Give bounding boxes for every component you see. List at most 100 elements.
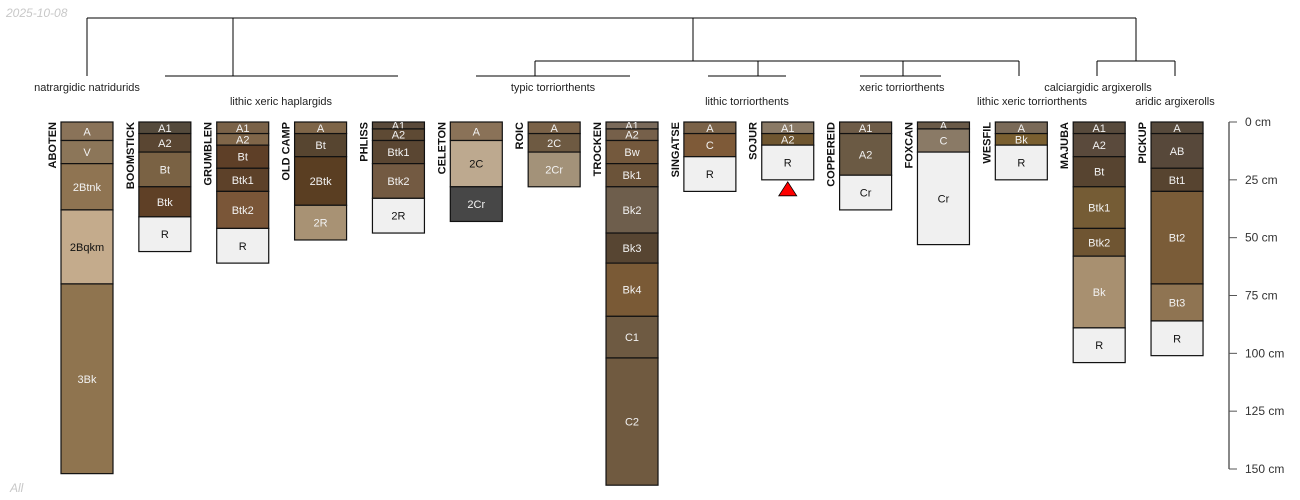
horizon[interactable]: Bk4 xyxy=(605,262,659,317)
horizon[interactable]: R xyxy=(761,144,815,181)
horizon[interactable]: A2 xyxy=(216,132,270,147)
horizon[interactable]: R xyxy=(994,144,1048,181)
horizon-label: A2 xyxy=(158,138,171,150)
horizon[interactable]: A1 xyxy=(1072,121,1126,135)
horizon[interactable]: Bk xyxy=(1072,255,1126,329)
horizon[interactable]: 2Btnk xyxy=(60,163,114,211)
horizon[interactable]: A xyxy=(1150,121,1204,135)
horizon[interactable]: A xyxy=(60,121,114,142)
horizon[interactable]: R xyxy=(683,156,737,192)
horizon[interactable]: A2 xyxy=(761,132,815,147)
horizon-block xyxy=(994,144,1048,181)
horizon[interactable]: Cr xyxy=(838,174,893,211)
horizon[interactable]: R xyxy=(1150,320,1204,357)
horizon[interactable]: A2 xyxy=(1072,132,1126,158)
horizon[interactable]: Btk1 xyxy=(371,139,426,165)
horizon[interactable]: A1 xyxy=(138,121,192,135)
horizon[interactable]: A1 xyxy=(838,121,893,135)
horizon[interactable]: Btk2 xyxy=(216,190,270,230)
horizon[interactable]: A xyxy=(994,121,1048,135)
horizon[interactable]: Btk xyxy=(138,186,192,218)
horizon[interactable]: 2Cr xyxy=(527,151,581,188)
horizon[interactable]: 2R xyxy=(371,197,426,234)
horizon[interactable]: R xyxy=(1072,327,1126,364)
horizon[interactable]: 2Btk xyxy=(293,156,348,206)
horizon[interactable]: A xyxy=(683,121,737,135)
horizon[interactable]: Bk3 xyxy=(605,232,659,264)
horizon[interactable]: A1 xyxy=(761,121,815,135)
horizon[interactable]: Bw xyxy=(605,139,659,165)
horizon-label: C1 xyxy=(625,332,639,344)
horizon-block xyxy=(1150,283,1204,322)
horizon[interactable]: Btk2 xyxy=(371,163,426,199)
horizon[interactable]: C xyxy=(683,132,737,158)
horizon[interactable]: A2 xyxy=(371,128,426,142)
horizon[interactable]: Bt xyxy=(1072,156,1126,188)
group-label: All xyxy=(9,481,24,495)
horizon[interactable]: A2 xyxy=(838,132,893,176)
horizon[interactable]: Bk1 xyxy=(605,163,659,188)
horizon-label: A1 xyxy=(781,123,794,135)
horizon[interactable]: Bt xyxy=(216,144,270,169)
horizon-block xyxy=(60,163,114,211)
horizon[interactable]: Btk1 xyxy=(1072,186,1126,230)
horizon[interactable]: R xyxy=(216,227,270,264)
horizon[interactable]: V xyxy=(60,139,114,165)
horizon-label: A1 xyxy=(158,123,171,135)
horizon[interactable]: Bt xyxy=(293,132,348,158)
horizon[interactable]: C xyxy=(916,128,971,153)
horizon[interactable]: R xyxy=(138,216,192,253)
horizon[interactable]: C2 xyxy=(605,357,659,486)
horizon-label: A xyxy=(550,123,558,135)
horizon[interactable]: 2C xyxy=(527,132,581,153)
horizon-block xyxy=(216,190,270,230)
horizon[interactable]: C1 xyxy=(605,315,659,359)
horizon-block xyxy=(293,156,348,206)
horizon[interactable]: A2 xyxy=(138,132,192,153)
horizon[interactable]: Btk1 xyxy=(216,167,270,192)
horizon[interactable]: A2 xyxy=(605,128,659,142)
horizon[interactable]: 2Cr xyxy=(449,186,503,223)
profile-name: BOOMSTICK xyxy=(125,122,137,189)
horizon[interactable]: Btk2 xyxy=(1072,227,1126,257)
horizon[interactable]: Bk2 xyxy=(605,186,659,234)
horizon-label: A xyxy=(317,123,325,135)
horizon[interactable]: A xyxy=(449,121,503,142)
horizon-label: Bw xyxy=(624,147,639,159)
horizon-label: R xyxy=(239,241,247,253)
horizon[interactable]: 2C xyxy=(449,139,503,188)
horizon-block xyxy=(1072,327,1126,364)
horizon[interactable]: A xyxy=(293,121,348,135)
horizon[interactable]: A1 xyxy=(216,121,270,135)
horizon-block xyxy=(1150,132,1204,169)
horizon[interactable]: 2R xyxy=(293,204,348,241)
horizon[interactable]: Bt1 xyxy=(1150,167,1204,192)
horizon[interactable]: 2Bqkm xyxy=(60,209,114,285)
depth-tick-label: 75 cm xyxy=(1245,289,1278,303)
horizon[interactable]: 3Bk xyxy=(60,283,114,475)
horizon[interactable]: Bt3 xyxy=(1150,283,1204,322)
horizon[interactable]: Cr xyxy=(916,151,971,246)
horizon[interactable]: A xyxy=(527,121,581,135)
profile-name: CELETON xyxy=(436,122,448,174)
horizon[interactable]: Bt2 xyxy=(1150,190,1204,285)
horizon-label: Cr xyxy=(938,193,950,205)
horizon[interactable]: Bt xyxy=(138,151,192,188)
horizon[interactable]: Bk xyxy=(994,132,1048,147)
horizon[interactable]: AB xyxy=(1150,132,1204,169)
